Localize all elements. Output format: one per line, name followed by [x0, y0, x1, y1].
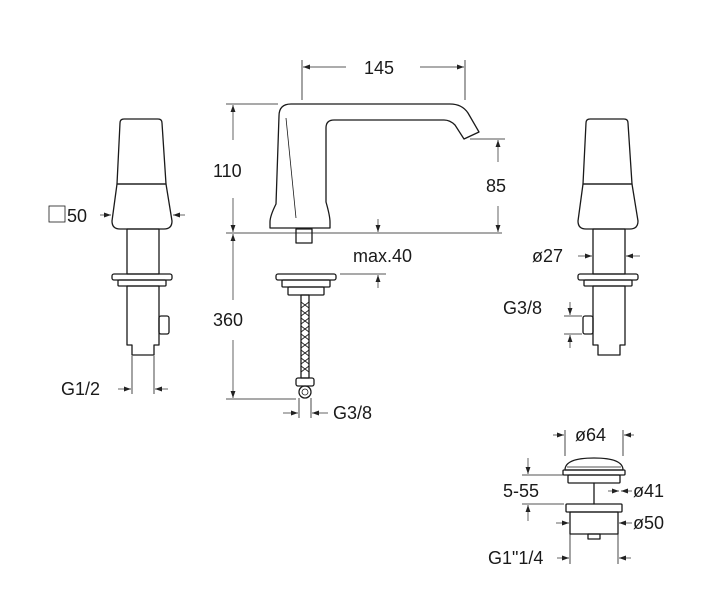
dim-110: 110 [213, 161, 242, 181]
dim-max-40: max.40 [353, 246, 412, 266]
drain-flange [565, 503, 623, 513]
spout [269, 103, 480, 399]
hose-fitting [295, 377, 315, 387]
dim-g3-8-valve: G3/8 [503, 298, 542, 318]
dim-145: 145 [364, 58, 394, 78]
left-handle-cap [116, 118, 167, 185]
dim-square-50: 50 [67, 206, 87, 226]
spout-nut-lower [287, 286, 325, 296]
spout-outer [269, 103, 480, 229]
hose-nut [298, 385, 312, 399]
hose-braid [300, 301, 310, 373]
square-symbol [48, 205, 66, 223]
dim-g1-1-4: G1"1/4 [488, 548, 543, 568]
left-stem [126, 228, 160, 275]
left-handle-body [111, 183, 173, 230]
drain-tail [587, 533, 601, 540]
right-valve-body [592, 285, 626, 356]
drain-dimensions: ø64 5-55 ø41 ø50 G1"1/4 [488, 425, 664, 568]
dim-5-55: 5-55 [503, 481, 539, 501]
spout-connector [295, 228, 313, 244]
dim-dia-27: ø27 [532, 246, 563, 266]
right-nut [583, 279, 633, 287]
right-flange [577, 273, 639, 281]
spout-dimensions: 145 110 85 max.40 360 G3/8 [213, 58, 506, 423]
left-valve-body [126, 285, 160, 356]
drain-body [569, 511, 619, 535]
dim-g3-8-hose: G3/8 [333, 403, 372, 423]
spout-inner-line [285, 117, 297, 219]
dim-dia-64: ø64 [575, 425, 606, 445]
left-flange [111, 273, 173, 281]
right-handle-body [577, 183, 639, 230]
dim-dia-41: ø41 [633, 481, 664, 501]
dim-dia-50: ø50 [633, 513, 664, 533]
left-nut [117, 279, 167, 287]
right-valve-dimensions: ø27 G3/8 [503, 246, 640, 348]
spout-flange [275, 273, 337, 281]
left-valve [111, 118, 173, 356]
right-handle-cap [582, 118, 633, 185]
spout-nut [281, 279, 331, 288]
dim-g1-2: G1/2 [61, 379, 100, 399]
dim-85: 85 [486, 176, 506, 196]
dim-360: 360 [213, 310, 243, 330]
drain-cap-base [562, 469, 626, 476]
left-side-outlet [158, 315, 170, 335]
drain-rim [567, 474, 621, 484]
drain [562, 457, 626, 540]
right-side-outlet [582, 315, 594, 335]
left-valve-dimensions: 50 G1/2 [48, 205, 185, 399]
right-valve [577, 118, 639, 356]
drain-cap [564, 457, 624, 471]
right-stem [592, 228, 626, 275]
